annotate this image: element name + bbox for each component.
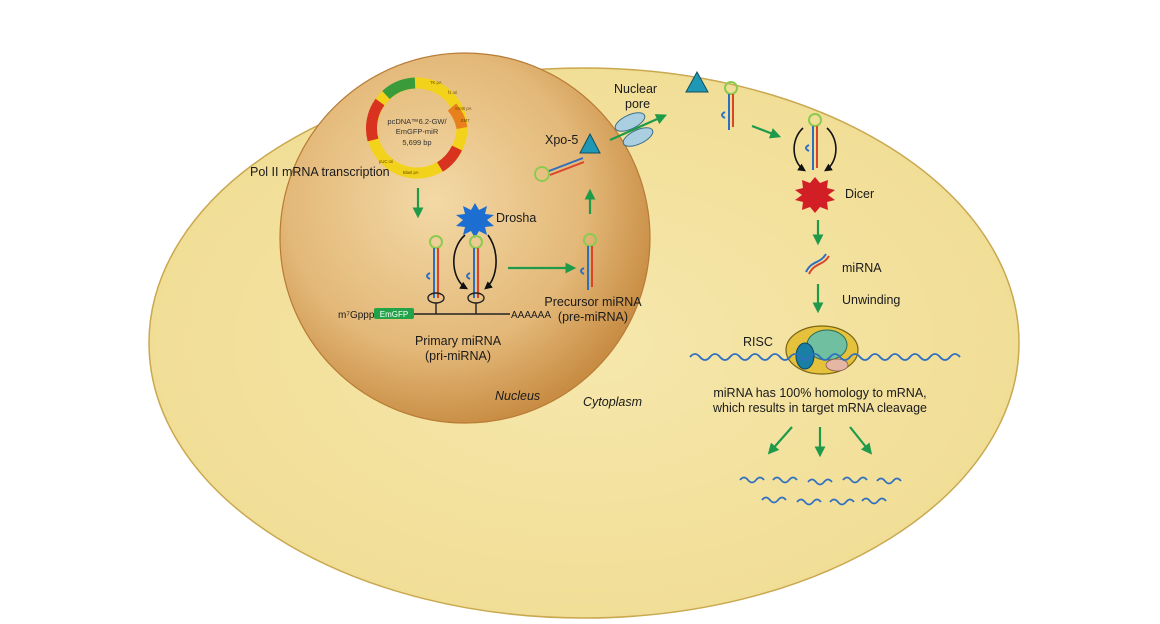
pre-mirna-label: (pre-miRNA): [558, 310, 628, 324]
unwinding-label: Unwinding: [842, 293, 900, 307]
arrow-cleavage-left: [767, 426, 793, 455]
pri-mirna-label: (pri-miRNA): [425, 349, 491, 363]
arrow-to-dicer: [751, 124, 782, 139]
mirna-label: miRNA: [842, 261, 882, 275]
cytoplasm-label: Cytoplasm: [583, 395, 642, 409]
plasmid-icon: TK pA f1 ori SV40 pA EM7 pUC ori Blast p…: [366, 77, 472, 179]
precursor-mirna-label: Precursor miRNA: [544, 295, 642, 309]
svg-text:pUC ori: pUC ori: [379, 159, 393, 164]
xpo5-released-icon: [685, 70, 709, 93]
polya-label: AAAAAA: [511, 310, 551, 321]
plasmid-name-2: EmGFP-miR: [396, 127, 439, 136]
mirna-duplex-icon: [805, 253, 830, 275]
svg-text:f1 ori: f1 ori: [448, 90, 457, 95]
svg-text:Blast pA: Blast pA: [403, 170, 419, 175]
homology-label-2: which results in target mRNA cleavage: [712, 401, 927, 415]
xpo5-complex: [534, 157, 585, 182]
svg-text:TK pA: TK pA: [430, 80, 442, 85]
pore-label: pore: [625, 97, 650, 111]
nuclear-label: Nuclear: [614, 82, 657, 96]
nucleus-label: Nucleus: [495, 389, 540, 403]
risc-label: RISC: [743, 335, 773, 349]
primary-mirna-label: Primary miRNA: [415, 334, 502, 348]
homology-label-1: miRNA has 100% homology to mRNA,: [713, 386, 926, 400]
xpo5-icon: [579, 132, 601, 154]
pol2-label: Pol II mRNA transcription: [250, 165, 390, 179]
risc-icon: [785, 325, 859, 375]
dicer-label: Dicer: [845, 187, 874, 201]
arrow-cleavage-right: [849, 426, 873, 455]
target-mrna: [689, 353, 961, 361]
drosha-label: Drosha: [496, 211, 536, 225]
plasmid-name-1: pcDNA™6.2-GW/: [387, 117, 447, 126]
pri-mirna-transcript: EmGFP m⁷Gppp AAAAAA: [338, 234, 551, 321]
dicer-icon: [795, 177, 835, 213]
xpo5-label: Xpo-5: [545, 133, 578, 147]
cleaved-mrna-fragments: [739, 476, 902, 506]
pre-mirna-cytoplasm: [721, 81, 738, 130]
dicer-substrate: [793, 113, 837, 172]
pre-mirna: [580, 233, 597, 290]
m7gppp-label: m⁷Gppp: [338, 310, 375, 321]
svg-text:SV40 pA: SV40 pA: [455, 106, 472, 111]
drosha-icon: [456, 203, 494, 238]
plasmid-size: 5,699 bp: [402, 138, 431, 147]
emgfp-label: EmGFP: [380, 310, 408, 319]
arrow-pore: [609, 114, 668, 142]
nuclear-pore-icon: [614, 112, 654, 147]
svg-text:EM7: EM7: [461, 118, 470, 123]
